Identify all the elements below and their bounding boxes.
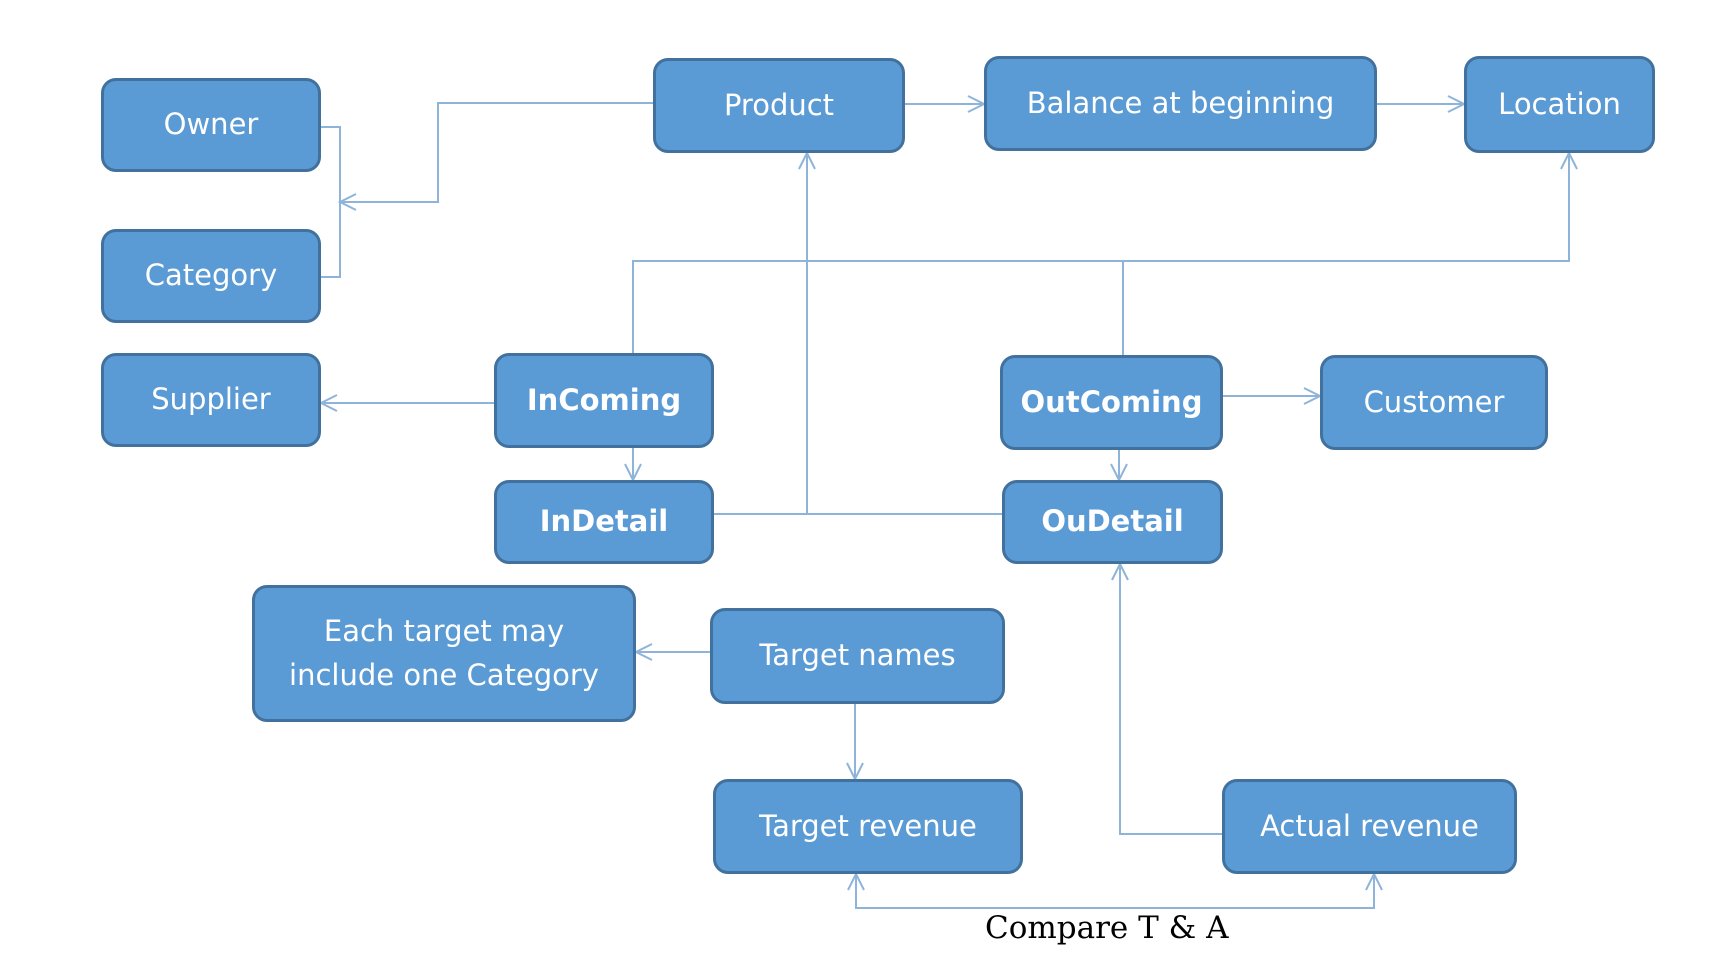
- node-owner-label: Owner: [163, 107, 259, 142]
- node-oudetail-label: OuDetail: [1041, 504, 1184, 539]
- node-owner: Owner: [101, 78, 321, 172]
- node-note-text: Each target may include one Category: [289, 610, 599, 697]
- node-balance-label: Balance at beginning: [1026, 85, 1335, 120]
- node-category: Category: [101, 229, 321, 323]
- node-outcoming: OutComing: [1000, 355, 1223, 450]
- node-customer-label: Customer: [1363, 384, 1505, 419]
- node-location: Location: [1464, 56, 1655, 153]
- node-actual-revenue: Actual revenue: [1222, 779, 1517, 874]
- node-incoming: InComing: [494, 353, 714, 448]
- node-target-revenue-label: Target revenue: [759, 808, 977, 843]
- connector-incoming-outcoming-location: [632, 153, 1569, 353]
- node-oudetail: OuDetail: [1002, 480, 1223, 564]
- node-location-label: Location: [1498, 86, 1621, 121]
- node-balance-at-beginning: Balance at beginning: [984, 56, 1377, 151]
- node-actual-revenue-label: Actual revenue: [1260, 808, 1479, 843]
- node-note-line-1: Each target may: [323, 614, 565, 648]
- connector-compare-targetrevenue: [856, 874, 1120, 909]
- connector-actualrevenue-oudetail: [1120, 564, 1222, 835]
- connector-product-owner-category: [340, 102, 653, 202]
- node-product-label: Product: [723, 87, 835, 122]
- node-indetail: InDetail: [494, 480, 714, 564]
- node-target-revenue: Target revenue: [713, 779, 1023, 874]
- connector-compare-actualrevenue: [1120, 874, 1374, 909]
- node-note-line-2: include one Category: [289, 657, 599, 692]
- compare-caption: Compare T & A: [985, 910, 1229, 946]
- node-indetail-label: InDetail: [539, 504, 669, 539]
- node-target-names-label: Target names: [759, 638, 956, 673]
- node-supplier-label: Supplier: [151, 382, 271, 417]
- node-product: Product: [653, 58, 905, 153]
- node-supplier: Supplier: [101, 353, 321, 447]
- node-category-label: Category: [144, 258, 278, 293]
- node-target-category-note: Each target may include one Category: [252, 585, 636, 722]
- node-customer: Customer: [1320, 355, 1548, 450]
- node-target-names: Target names: [710, 608, 1005, 704]
- bracket-owner-category: [321, 126, 341, 278]
- node-incoming-label: InComing: [526, 382, 682, 417]
- node-outcoming-label: OutComing: [1020, 384, 1203, 419]
